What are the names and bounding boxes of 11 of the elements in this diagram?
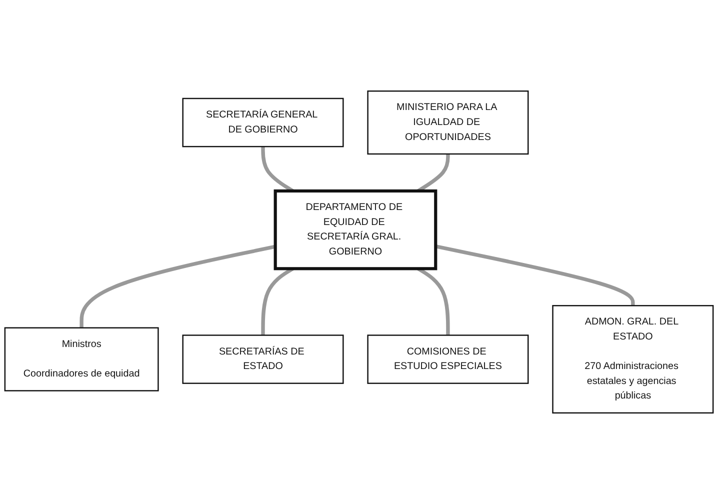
connector (80, 244, 276, 328)
node-box: MINISTERIO PARA LA IGUALDAD DE OPORTUNIDADES (367, 90, 529, 155)
node-box: ADMON. GRAL. DEL ESTADO 270 Administraciones estatales y agencias públicas (552, 305, 714, 414)
connector (417, 267, 450, 336)
node-box: Ministros Coordinadores de equidad (4, 327, 159, 392)
node-box: SECRETARÍA GENERAL DE GOBIERNO (182, 98, 344, 148)
node-box: SECRETARÍAS DE ESTADO (182, 334, 344, 384)
node-box: COMISIONES DE ESTUDIO ESPECIALES (367, 334, 529, 384)
node-box: DEPARTAMENTO DE EQUIDAD DE SECRETARÍA GRAL. GOBIERNO (274, 189, 438, 270)
connector (261, 267, 294, 336)
connector (435, 244, 635, 306)
